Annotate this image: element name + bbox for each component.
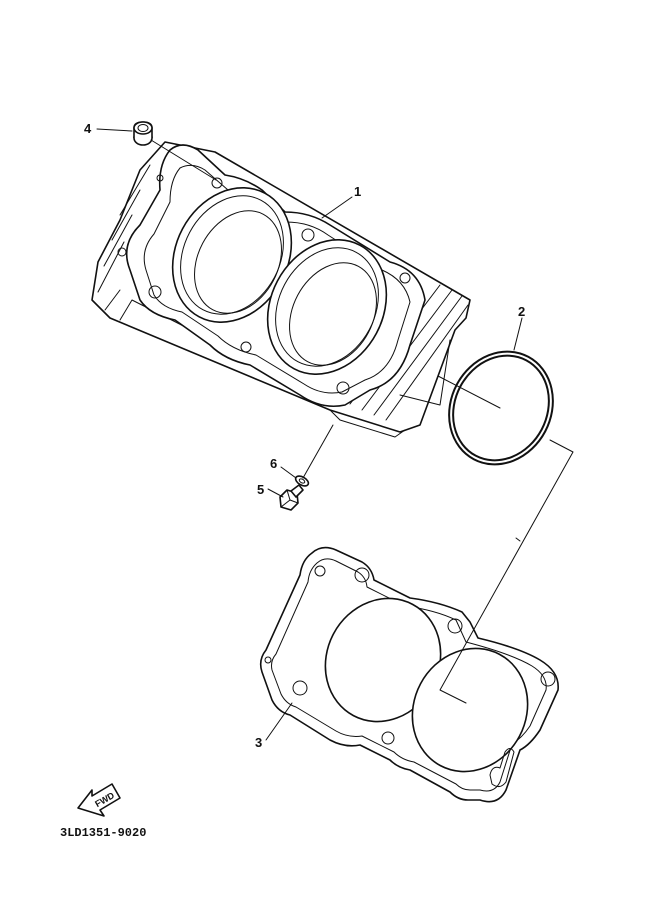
- diagram-code: 3LD1351-9020: [60, 826, 146, 840]
- callout-5: 5: [257, 482, 264, 497]
- cylinder-block: [91, 141, 471, 438]
- callout-4: 4: [84, 121, 92, 136]
- callout-1: 1: [354, 184, 361, 199]
- washer: [294, 475, 310, 487]
- o-ring: [437, 350, 554, 466]
- callout-leaders: [96, 128, 523, 741]
- dowel-pin: [133, 121, 217, 181]
- callout-2: 2: [518, 304, 525, 319]
- bolt: [279, 484, 304, 511]
- forward-arrow-icon: FWD: [77, 783, 121, 817]
- callout-6: 6: [270, 456, 277, 471]
- assembly-lines: [302, 424, 574, 704]
- cylinder-gasket: [259, 546, 559, 803]
- callout-3: 3: [255, 735, 262, 750]
